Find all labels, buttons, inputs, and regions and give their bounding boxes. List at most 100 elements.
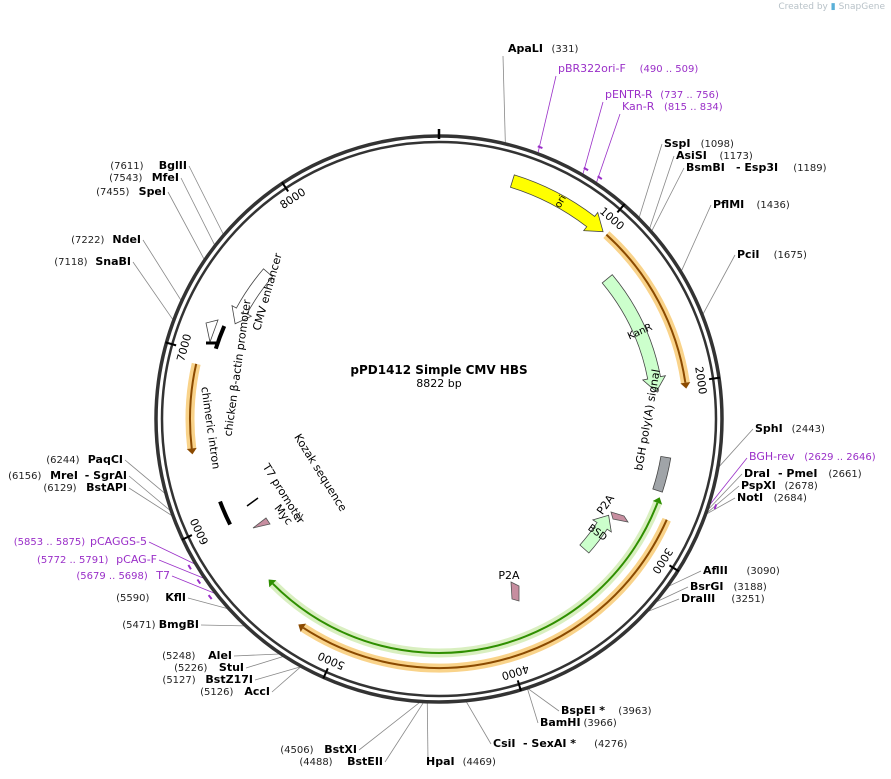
site-position: (7543): [109, 173, 142, 184]
tick-mark: [165, 341, 177, 347]
site-position: (2678): [785, 481, 818, 492]
site-position: (331): [552, 44, 579, 55]
tick-label: 4000: [500, 662, 531, 683]
leader-line: [638, 143, 663, 218]
site-position: (4276): [594, 739, 627, 750]
feature-arc-arrowhead: [680, 381, 691, 389]
site-name: BspEI *: [561, 704, 605, 717]
leader-line: [502, 55, 506, 143]
site-leader-lines: [124, 55, 754, 763]
site-position: (6156): [8, 471, 41, 482]
feature-arc-orange: [302, 519, 668, 669]
feature-arc-arrowhead: [186, 447, 197, 455]
leader-line: [271, 666, 301, 693]
t7-promoter-mark: [246, 497, 259, 507]
leader-line: [527, 688, 560, 712]
leader-line: [188, 165, 224, 235]
site-position: (5248): [162, 651, 195, 662]
site-name: BstZ17I: [205, 673, 253, 686]
site-name: BamHI: [540, 716, 581, 729]
site-label: BsmBI: [686, 161, 725, 174]
site-name: SnaBI: [95, 255, 131, 268]
feature-arc-arrowhead: [652, 497, 663, 505]
site-position: (1675): [774, 250, 807, 261]
site-name: SspI: [664, 137, 690, 150]
site-position: (6129): [43, 483, 76, 494]
site-label: SnaBI (7118): [54, 255, 131, 268]
leader-line: [537, 75, 557, 153]
site-position: (3966): [584, 718, 617, 729]
tick-mark: [616, 203, 626, 214]
tick-label: 7000: [174, 332, 194, 362]
site-name: PspXI: [741, 479, 776, 492]
site-name: PaqCI: [88, 453, 123, 466]
site-label: BspEI * (3963): [561, 704, 652, 717]
site-label: - Esp3I(1189): [736, 161, 827, 174]
site-name: BsmBI: [686, 161, 725, 174]
primer-binding-mark: [196, 578, 202, 585]
site-position: (2443): [792, 424, 825, 435]
site-position: (7455): [96, 187, 129, 198]
site-name: BstEII: [347, 755, 383, 768]
site-label: MfeI (7543): [109, 171, 179, 184]
leader-line: [706, 497, 736, 515]
kozak-mark: [294, 511, 301, 521]
site-label: ApaLI(331): [508, 42, 578, 55]
feature-text-label: P2A: [498, 569, 520, 582]
leader-line: [465, 701, 492, 745]
site-labels: ApaLI(331) SspI (1098)AsiSI(1173)BsmBI - Es…: [8, 42, 876, 768]
site-label: PciI(1675): [737, 248, 807, 261]
site-name: HpaI: [426, 755, 455, 768]
site-name: - SgrAI: [85, 469, 127, 482]
leader-line: [656, 586, 689, 603]
site-name: KflI: [165, 591, 186, 604]
site-label: BamHI(3966): [540, 716, 617, 729]
leader-line: [596, 113, 621, 183]
plasmid-length: 8822 bp: [416, 377, 461, 390]
site-position: (3963): [618, 706, 651, 717]
primer-name: Kan-R: [622, 100, 655, 113]
primer-position: (5679 .. 5698): [76, 571, 148, 582]
site-position: (5127): [162, 675, 195, 686]
leader-line: [647, 598, 680, 612]
leader-line: [706, 485, 740, 514]
leader-line: [167, 191, 205, 260]
site-position: (7611): [110, 161, 143, 172]
leader-line: [709, 457, 748, 506]
site-label: BglII(7611): [110, 159, 187, 172]
leader-line: [582, 101, 604, 175]
site-name: BstAPI: [86, 481, 127, 494]
site-name: StuI: [219, 661, 244, 674]
site-label: SspI (1098): [664, 137, 734, 150]
site-position: (5126): [200, 687, 233, 698]
feature-text-label: Kozak sequence: [291, 432, 349, 514]
leader-line: [128, 475, 171, 511]
primer-binding-mark: [713, 504, 718, 510]
site-name: BmgBI: [159, 618, 199, 631]
primer-label: pENTR-R(737 .. 756): [583, 88, 719, 172]
site-position: (7118): [54, 257, 87, 268]
primer-name: pENTR-R: [605, 88, 653, 101]
leader-line: [681, 204, 712, 272]
primer-label: pCAG-F(5772 .. 5791): [37, 553, 202, 585]
feature-kanr: [601, 274, 667, 393]
primer-label: pCAGGS-5(5853 .. 5875): [14, 535, 192, 570]
primer-position: (2629 .. 2646): [804, 452, 876, 463]
feature-arc-orange: [189, 363, 198, 449]
leader-line: [707, 473, 743, 510]
primer-binding-mark: [537, 145, 543, 150]
tick-mark: [322, 667, 329, 679]
site-name: AleI: [208, 649, 232, 662]
leader-line: [718, 428, 754, 468]
primer-binding-mark: [207, 594, 213, 600]
leader-line: [233, 653, 280, 657]
site-label: BmgBI(5471): [122, 618, 199, 631]
primer-label: pBR322ori-F(490 .. 509): [537, 62, 698, 150]
site-name: MfeI: [152, 171, 179, 184]
site-label: BstAPI (6129): [43, 481, 127, 494]
tick-mark: [708, 376, 721, 381]
site-position: (1098): [701, 139, 734, 150]
site-label: AsiSI(1173): [676, 149, 753, 162]
